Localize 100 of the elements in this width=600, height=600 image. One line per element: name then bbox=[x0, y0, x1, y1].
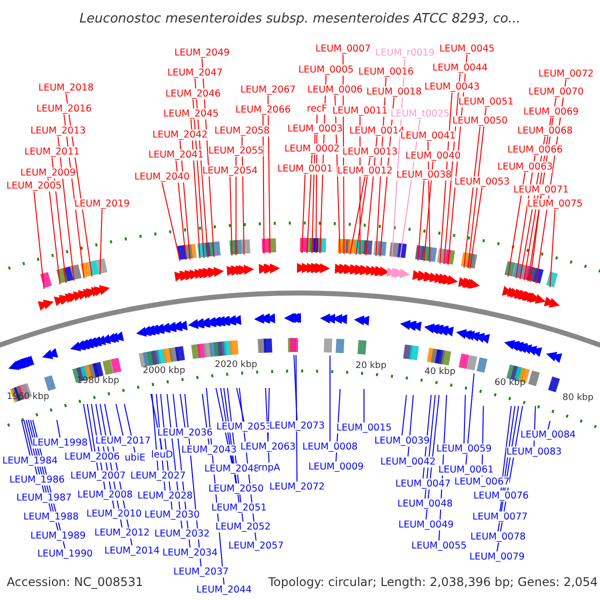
gene-label: LEUM_0059 bbox=[436, 444, 492, 454]
gene-label: LEUM_0009 bbox=[308, 462, 364, 472]
gene-label: LEUM_1989 bbox=[30, 530, 86, 542]
gene-label: LEUM_0011 bbox=[332, 106, 388, 116]
gene-label: LEUM_0049 bbox=[398, 520, 454, 530]
gene-label: LEUM_0044 bbox=[432, 62, 488, 74]
gene-label: LEUM_2040 bbox=[134, 172, 190, 182]
gene-label: LEUM_0008 bbox=[302, 442, 358, 452]
gene-label: LEUM_2036 bbox=[157, 428, 213, 438]
leader-line bbox=[262, 115, 264, 254]
gene-label: LEUM_0070 bbox=[528, 86, 584, 98]
gene-label: recF bbox=[306, 104, 328, 114]
gene-label: LEUM_2047 bbox=[167, 68, 223, 78]
leader-line bbox=[34, 191, 44, 290]
gene-label: LEUM_0050 bbox=[452, 116, 508, 126]
leader-line bbox=[176, 160, 186, 260]
gene-label: LEUM_2027 bbox=[130, 470, 186, 482]
gene-label: LEUM_1986 bbox=[9, 474, 65, 486]
gene-label: LEUM_2019 bbox=[74, 198, 130, 210]
gene-label: LEUM_2072 bbox=[269, 482, 325, 492]
gene-label: LEUM_2014 bbox=[104, 546, 160, 556]
gene-label: LEUM_0078 bbox=[470, 532, 526, 542]
gene-label: LEUM_0039 bbox=[374, 436, 430, 446]
leader-line bbox=[550, 209, 556, 288]
gene-label: LEUM_1987 bbox=[16, 492, 72, 504]
gene-label: LEUM_2042 bbox=[152, 130, 208, 140]
leader-line bbox=[466, 372, 474, 465]
gene-label: LEUM_0006 bbox=[307, 84, 363, 96]
gene-label: LEUM_0068 bbox=[517, 126, 573, 136]
leader-line bbox=[548, 420, 550, 430]
gene-label: LEUM_0045 bbox=[439, 44, 495, 54]
gene-label: LEUM_2043 bbox=[181, 444, 237, 456]
leader-line bbox=[350, 176, 366, 255]
leader-line bbox=[470, 187, 482, 270]
gene-label: LEUM_0069 bbox=[523, 106, 579, 118]
gene-label: LEUM_2018 bbox=[38, 82, 94, 94]
axis-tick-label: 80 kbp bbox=[562, 393, 594, 403]
gene-label: LEUM_2050 bbox=[208, 484, 264, 494]
gene-label: LEUM_2013 bbox=[30, 126, 86, 136]
gene-label: LEUM_2054 bbox=[202, 166, 258, 176]
leader-line bbox=[21, 420, 30, 456]
leader-line bbox=[306, 154, 312, 254]
gene-label: LEUM_2005 bbox=[6, 180, 62, 192]
gene-label: LEUM_2008 bbox=[77, 490, 133, 500]
leader-line bbox=[82, 404, 92, 452]
gene-label: LEUM_0083 bbox=[506, 446, 562, 458]
gene-label: LEUM_2037 bbox=[173, 566, 229, 578]
gene-label: LEUM_0001 bbox=[277, 164, 333, 174]
gene-label: LEUM_0005 bbox=[298, 64, 354, 76]
gene-label: LEUM_2066 bbox=[235, 104, 291, 116]
gene-label: LEUM_0071 bbox=[513, 184, 569, 196]
axis-tick-label: 2020 kbp bbox=[214, 360, 258, 370]
gene-label: LEUM_0042 bbox=[380, 456, 436, 468]
leader-line bbox=[500, 406, 512, 491]
gene-label: LEUM_2063 bbox=[240, 442, 296, 452]
gene-label: LEUM_2055 bbox=[208, 146, 264, 156]
gene-label: LEUM_0014 bbox=[349, 126, 405, 136]
gene-label: LEUM_1998 bbox=[32, 438, 88, 448]
gene-label: LEUM_0040 bbox=[405, 150, 461, 162]
axis-tick-label: 60 kbp bbox=[494, 378, 526, 388]
gene-label: LEUM_2028 bbox=[137, 490, 193, 502]
gene-label: LEUM_2073 bbox=[269, 420, 325, 432]
gene-label: LEUM_0038 bbox=[396, 170, 452, 180]
leader-line bbox=[100, 209, 102, 276]
leader-line bbox=[418, 180, 424, 261]
leader-line bbox=[402, 394, 407, 436]
leader-line bbox=[296, 354, 298, 482]
gene-label: LEUM_t0025 bbox=[390, 108, 450, 120]
gene-label: LEUM_0079 bbox=[469, 552, 525, 562]
gene-label: LEUM_2034 bbox=[162, 548, 218, 558]
axis-tick-label: 1960 kbp bbox=[6, 392, 50, 402]
gene-label: LEUM_1984 bbox=[2, 456, 58, 466]
gene-label: LEUM_0055 bbox=[411, 540, 467, 552]
gene-label: LEUM_0018 bbox=[366, 86, 422, 98]
gene-label: LEUM_2016 bbox=[36, 104, 92, 114]
gene-label: LEUM_0061 bbox=[438, 464, 494, 476]
gene-label: LEUM_0012 bbox=[337, 166, 393, 176]
gene-label: LEUM_2006 bbox=[64, 452, 120, 462]
gene-label: LEUM_1988 bbox=[23, 512, 79, 522]
gene-label: LEUM_0067 bbox=[454, 476, 510, 488]
gene-label: rnpA bbox=[258, 462, 280, 474]
gene-label: LEUM_2044 bbox=[196, 584, 252, 596]
gene-label: LEUM_2017 bbox=[95, 436, 151, 446]
gene-label: LEUM_0076 bbox=[473, 490, 529, 502]
gene-label: LEUM_0016 bbox=[358, 66, 414, 78]
gene-label: LEUM_0047 bbox=[395, 478, 451, 490]
gene-label: LEUM_2012 bbox=[94, 528, 150, 538]
gene-label: LEUM_0051 bbox=[458, 96, 514, 108]
gene-label: ubiE bbox=[124, 452, 146, 464]
gene-label: LEUM_0043 bbox=[424, 82, 480, 92]
leader-line bbox=[48, 178, 60, 285]
gene-label: LEUM_2009 bbox=[20, 168, 76, 178]
gene-label: LEUM_2048 bbox=[204, 464, 260, 474]
leader-line bbox=[468, 107, 486, 269]
gene-label: LEUM_0072 bbox=[538, 68, 594, 80]
gene-label: LEUM_r0019 bbox=[375, 48, 435, 58]
leader-line bbox=[294, 354, 298, 421]
gene-label: LEUM_0077 bbox=[472, 512, 528, 522]
gene-label: LEUM_2032 bbox=[154, 528, 210, 540]
leader-line bbox=[356, 157, 370, 256]
